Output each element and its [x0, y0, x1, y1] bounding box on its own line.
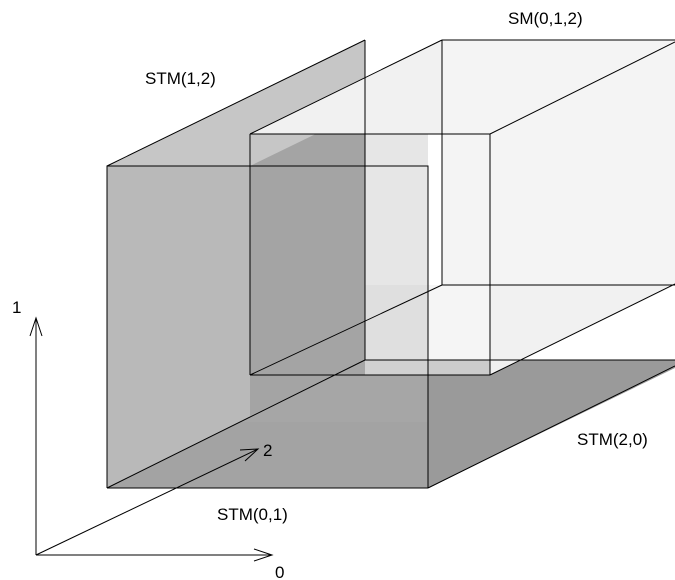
floor-right-edge [427, 365, 675, 489]
sm-cube [250, 40, 675, 375]
front-wall-outline [106, 165, 429, 488]
stm-20-label: STM(2,0) [577, 430, 648, 449]
cube-top-right-depth [489, 41, 675, 135]
front-wall-plane [107, 110, 428, 488]
axis-2-arrowhead [239, 448, 260, 462]
edges [106, 39, 675, 489]
axes: 1 0 2 [12, 298, 284, 580]
cube-inner-visible [365, 134, 428, 285]
axis-2-label: 2 [263, 441, 272, 460]
sm-012-label: SM(0,1,2) [508, 9, 583, 28]
cube-back-face [442, 40, 675, 285]
side-wall-top-edge [106, 39, 366, 167]
axis-2-line [35, 448, 259, 556]
floor-left-edge [106, 359, 366, 489]
stm-12-label: STM(1,2) [145, 69, 216, 88]
region-labels: SM(0,1,2) STM(1,2) STM(2,0) STM(0,1) [145, 9, 648, 524]
front-wall-overlap-region [250, 110, 365, 416]
stm-01-label: STM(0,1) [217, 505, 288, 524]
axis-1-arrowhead [29, 316, 43, 337]
cube-bottom-left-depth [249, 284, 443, 376]
cube-bottom-right-depth [489, 283, 675, 376]
axis-1-label: 1 [12, 298, 21, 317]
axis-0-arrowhead [253, 548, 274, 562]
axis-0-label: 0 [275, 563, 284, 580]
cube-top-left-depth [249, 39, 443, 135]
